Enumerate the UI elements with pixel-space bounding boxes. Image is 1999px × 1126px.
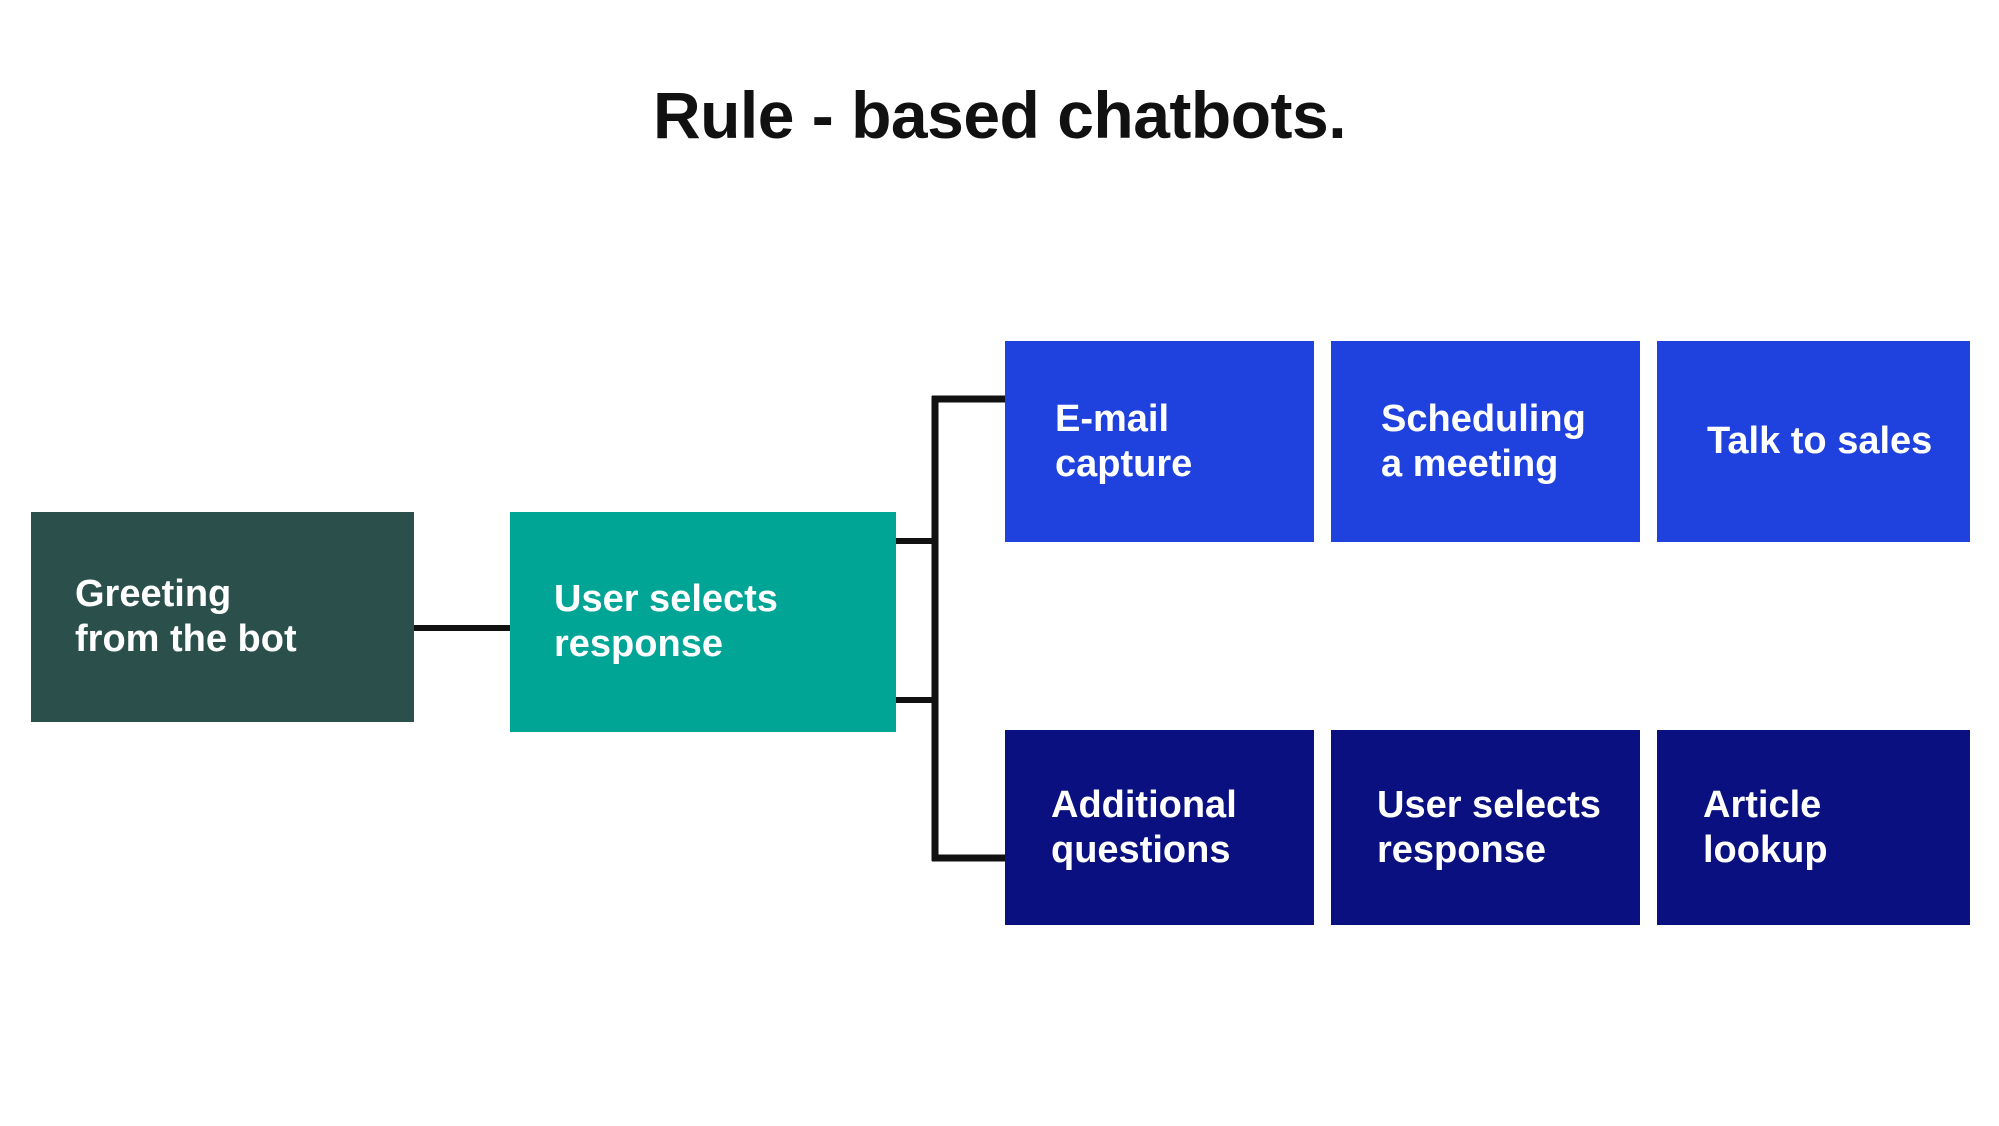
node-article-lookup[interactable]: Article lookup — [1657, 730, 1970, 925]
node-talk-to-sales[interactable]: Talk to sales — [1657, 341, 1970, 542]
node-email-capture[interactable]: E-mail capture — [1005, 341, 1314, 542]
node-user-selects[interactable]: User selects response — [510, 512, 896, 732]
node-user-selects-2[interactable]: User selects response — [1331, 730, 1640, 925]
node-additional-questions[interactable]: Additional questions — [1005, 730, 1314, 925]
node-greeting[interactable]: Greeting from the bot — [31, 512, 414, 722]
node-scheduling-meeting[interactable]: Scheduling a meeting — [1331, 341, 1640, 542]
page-title: Rule - based chatbots. — [652, 78, 1347, 152]
